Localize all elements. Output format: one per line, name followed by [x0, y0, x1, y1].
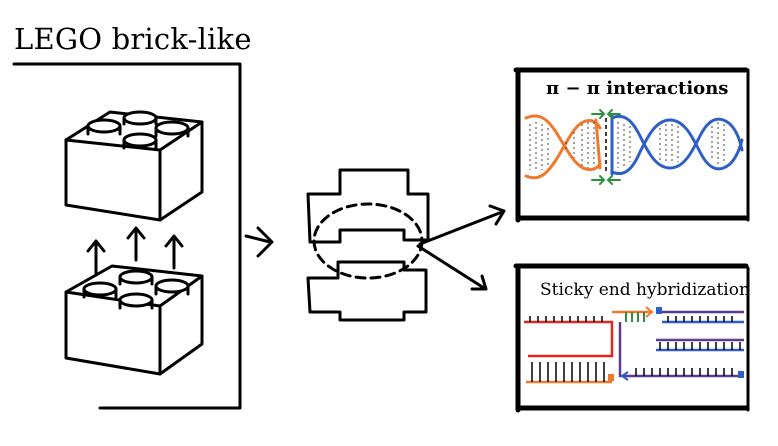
- pi-stacking-label: π − π interactions: [546, 78, 729, 99]
- lego-brick-top: [64, 110, 204, 222]
- red-strand: [524, 320, 614, 358]
- pi-stacking-panel: [513, 67, 750, 223]
- lift-arrows: [86, 226, 184, 277]
- arrow-to-assembly: [244, 226, 274, 258]
- sticky-end-panel: [513, 263, 750, 413]
- grouping-bracket: [12, 62, 242, 410]
- blue-duplex: [610, 114, 744, 176]
- purple-strand: [618, 310, 744, 378]
- sticky-basepairs: [529, 316, 741, 382]
- orange-duplex: [524, 114, 602, 180]
- diagram-title: LEGO brick-like: [14, 22, 252, 56]
- arrow-to-pi-panel: [418, 204, 506, 246]
- lego-brick-bottom: [64, 264, 204, 376]
- orange-basepairs: [529, 122, 595, 172]
- sticky-overhang-pairs: [625, 312, 645, 322]
- blue-basepairs: [617, 122, 725, 168]
- sticky-end-label: Sticky end hybridization: [540, 280, 750, 300]
- stacking-arrows: [591, 109, 621, 185]
- strand-ends: [608, 306, 744, 381]
- assembled-blocks: [306, 168, 430, 322]
- arrow-to-sticky-panel: [416, 244, 488, 291]
